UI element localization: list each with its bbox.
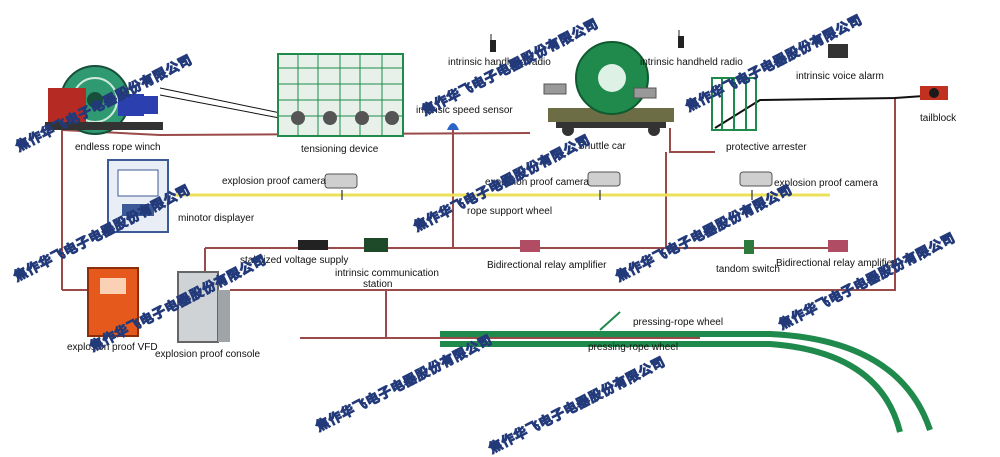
label-camera-1: explosion proof camera <box>222 176 326 187</box>
label-relay-amplifier-2: Bidirectional relay amplifier <box>776 258 896 269</box>
label-console: explosion proof console <box>155 349 261 360</box>
tensioning-device <box>277 53 404 137</box>
radio-right-icon <box>678 30 684 48</box>
explosion-proof-vfd <box>87 267 139 337</box>
cable-network <box>61 98 896 339</box>
camera-icon-2 <box>587 171 621 187</box>
curved-track <box>440 311 933 433</box>
haulage-rope <box>159 87 939 129</box>
label-shuttle-car: Shuttle car <box>578 141 626 152</box>
monitor-displayer <box>107 159 169 233</box>
label-tandom-switch: tandom switch <box>716 264 780 275</box>
label-camera-3: explosion proof camera <box>774 178 878 189</box>
label-protective-arrester: protective arrester <box>726 142 807 153</box>
label-comm-station-line2: station <box>363 279 393 290</box>
endless-rope-winch <box>45 65 163 135</box>
speed-sensor-icon <box>447 123 459 130</box>
tailblock-icon <box>920 86 948 100</box>
label-relay-amplifier-1: Bidirectional relay amplifier <box>487 260 607 271</box>
label-camera-2: explosion proof camera <box>485 177 589 188</box>
comm-station-box <box>364 238 388 252</box>
explosion-proof-console <box>177 271 230 343</box>
label-tensioning-device: tensioning device <box>301 144 379 155</box>
label-vfd: explosion proof VFD <box>67 342 158 353</box>
relay-amplifier-box-1 <box>520 240 540 252</box>
relay-amplifier-box-2 <box>828 240 848 252</box>
label-radio-right: intrinsic handheld radio <box>640 57 743 68</box>
tandom-switch-box <box>744 240 754 254</box>
camera-icon-1 <box>324 173 358 189</box>
radio-left-icon <box>490 34 496 52</box>
protective-arrester <box>711 77 757 131</box>
camera-icon-3 <box>739 171 773 187</box>
label-pressing-rope-wheel-1: pressing-rope wheel <box>633 317 724 328</box>
voltage-supply-box <box>298 240 328 250</box>
label-tailblock: tailblock <box>920 113 957 124</box>
label-speed-sensor: intrinsic speed sensor <box>416 105 513 116</box>
label-pressing-rope-wheel-2: pressing-rope wheel <box>588 342 679 353</box>
shuttle-car <box>543 41 674 136</box>
label-endless-rope-winch: endless rope winch <box>75 142 161 153</box>
label-voice-alarm: intrinsic voice alarm <box>796 71 884 82</box>
label-rope-support-wheel: rope support wheel <box>467 206 553 217</box>
label-voltage-supply: stabilized voltage supply <box>240 255 349 266</box>
label-comm-station-line1: intrinsic communication <box>335 268 439 279</box>
label-radio-left: intrinsic handheld radio <box>448 57 551 68</box>
label-monitor-displayer: minotor displayer <box>178 213 255 224</box>
voice-alarm-icon <box>828 44 848 58</box>
